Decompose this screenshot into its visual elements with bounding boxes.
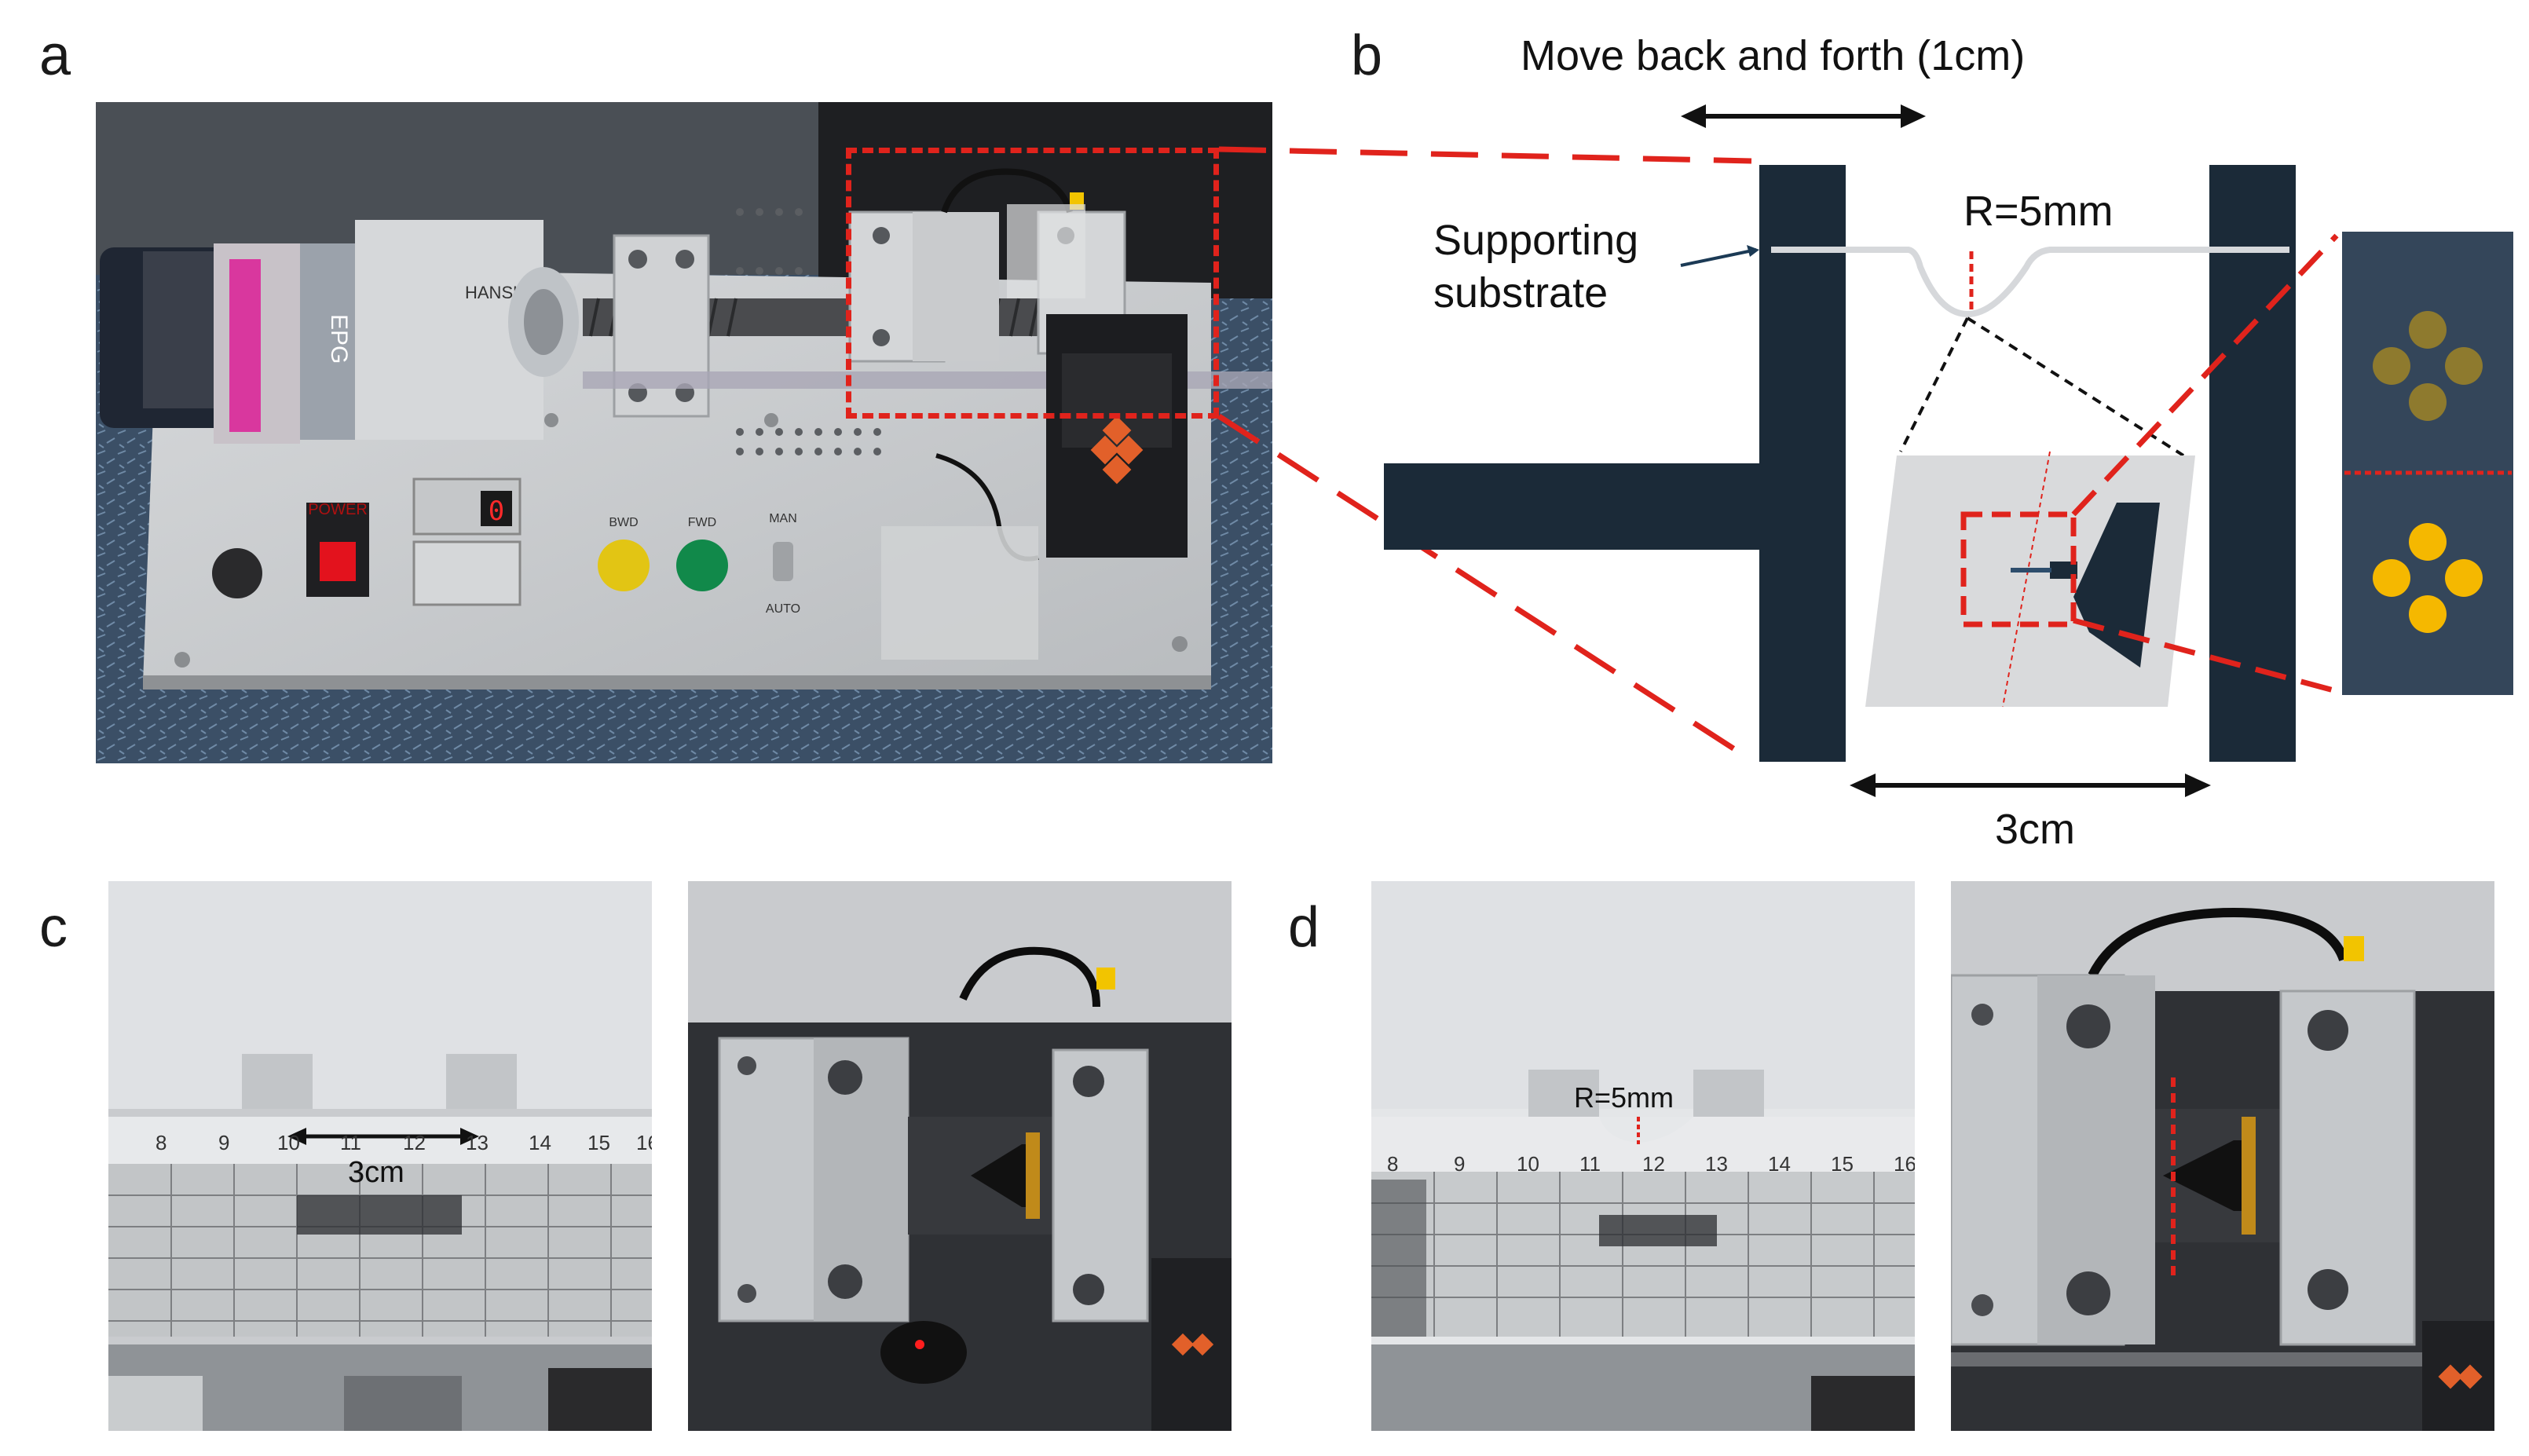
move-arrow [1681, 104, 1926, 128]
mount-arm [1384, 463, 1761, 550]
man-label: MAN [769, 512, 797, 525]
bwd-label: BWD [609, 516, 638, 529]
zoom-box-b [1960, 511, 2077, 627]
ruler-c-tick-14: 14 [529, 1131, 551, 1154]
left-clamp-block [1759, 165, 1846, 762]
device-photo: HANSUN [96, 102, 1272, 763]
ruler-d-tick-16: 16 [1894, 1152, 1915, 1176]
ruler-d: 8 9 10 11 12 13 14 15 16 [1371, 1152, 1915, 1183]
panel-letter-d: d [1288, 896, 1320, 959]
ruler-d-tick-12: 12 [1642, 1152, 1665, 1176]
ruler-c: 8 9 10 11 12 13 14 15 16 [108, 1131, 652, 1162]
ruler-c-tick-11: 11 [340, 1131, 361, 1154]
move-label: Move back and forth (1cm) [1521, 32, 2026, 79]
power-label: POWER [308, 501, 368, 518]
ruler-c-tick-13: 13 [466, 1131, 489, 1154]
ruler-d-tick-11: 11 [1579, 1152, 1601, 1176]
panel-letter-b: b [1351, 24, 1383, 87]
right-clamp-block [2209, 165, 2296, 762]
width-arrow [1850, 774, 2211, 797]
width-label-b: 3cm [1995, 806, 2076, 853]
pins-top [2373, 311, 2483, 421]
ruler-d-tick-13: 13 [1705, 1152, 1728, 1176]
ruler-c-tick-9: 9 [218, 1131, 230, 1154]
supporting-substrate [1771, 247, 2289, 318]
ruler-c-tick-16: 16 [636, 1131, 652, 1154]
ruler-c-tick-12: 12 [403, 1131, 426, 1154]
pins-bottom [2373, 523, 2483, 633]
fwd-label: FWD [688, 516, 716, 529]
ruler-d-tick-15: 15 [1831, 1152, 1854, 1176]
substrate-label-line1: Supporting [1433, 217, 1639, 264]
panel-letter-c: c [39, 896, 68, 959]
photo-d-top [1951, 881, 2494, 1431]
width-label-c: 3cm [348, 1156, 404, 1189]
photo-c-side: 3cm 8 9 10 11 12 13 14 15 16 [108, 881, 652, 1431]
counter-display: 0 [489, 496, 504, 527]
radius-label-b: R=5mm [1964, 188, 2114, 235]
ruler-d-tick-9: 9 [1454, 1152, 1466, 1176]
ruler-c-tick-8: 8 [156, 1131, 167, 1154]
width-arrow-c [287, 1128, 479, 1145]
radius-label-d: R=5mm [1574, 1081, 1674, 1114]
ruler-c-tick-15: 15 [587, 1131, 610, 1154]
ruler-d-tick-10: 10 [1517, 1152, 1539, 1176]
ruler-c-tick-10: 10 [277, 1131, 300, 1154]
auto-label: AUTO [766, 602, 800, 616]
ruler-d-tick-14: 14 [1768, 1152, 1791, 1176]
schematic-diagram [1384, 104, 2513, 797]
panel-letter-a: a [39, 24, 71, 87]
motor-brand-label: EPG [326, 314, 352, 364]
photo-d-side: R=5mm 8 9 10 11 12 13 14 15 16 [1371, 881, 1915, 1431]
ruler-d-tick-8: 8 [1387, 1152, 1399, 1176]
substrate-label-line2: substrate [1433, 269, 1609, 316]
photo-c-top [688, 881, 1232, 1431]
zoom-box-a [846, 148, 1219, 419]
